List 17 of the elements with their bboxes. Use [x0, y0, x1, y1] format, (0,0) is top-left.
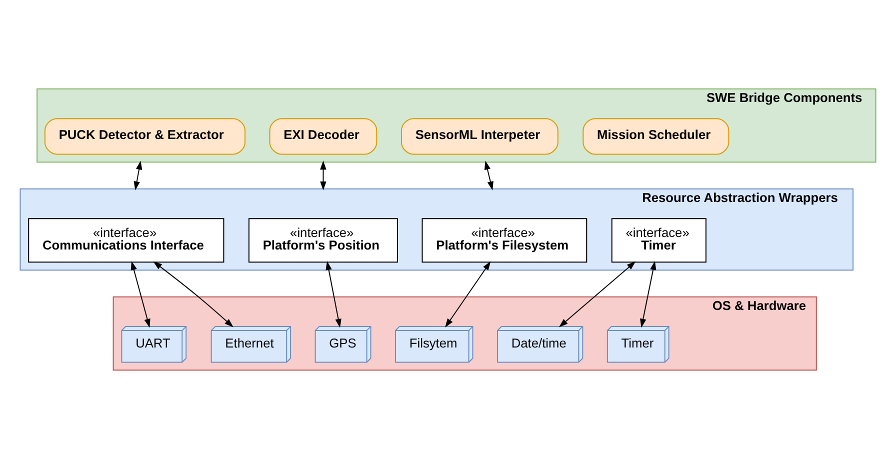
arrow — [640, 261, 656, 328]
node-box: «interface» Timer — [611, 218, 706, 263]
arrow — [130, 261, 150, 328]
node-box: SensorML Interpeter — [400, 118, 558, 155]
arrow — [134, 160, 142, 190]
node-box: Mission Scheduler — [582, 118, 730, 155]
arrow — [558, 261, 636, 328]
arrow — [320, 160, 326, 190]
node-box: «interface» Platform's Position — [248, 218, 398, 263]
arrow — [445, 261, 491, 328]
node-box: «interface» Communications Interface — [28, 218, 224, 263]
arrow — [153, 261, 234, 328]
node-box: EXI Decoder — [269, 118, 378, 155]
arrow — [326, 261, 342, 328]
arrow — [484, 160, 494, 190]
node-box: «interface» Platform's Filesystem — [422, 218, 588, 263]
node-box: PUCK Detector & Extractor — [44, 118, 246, 155]
